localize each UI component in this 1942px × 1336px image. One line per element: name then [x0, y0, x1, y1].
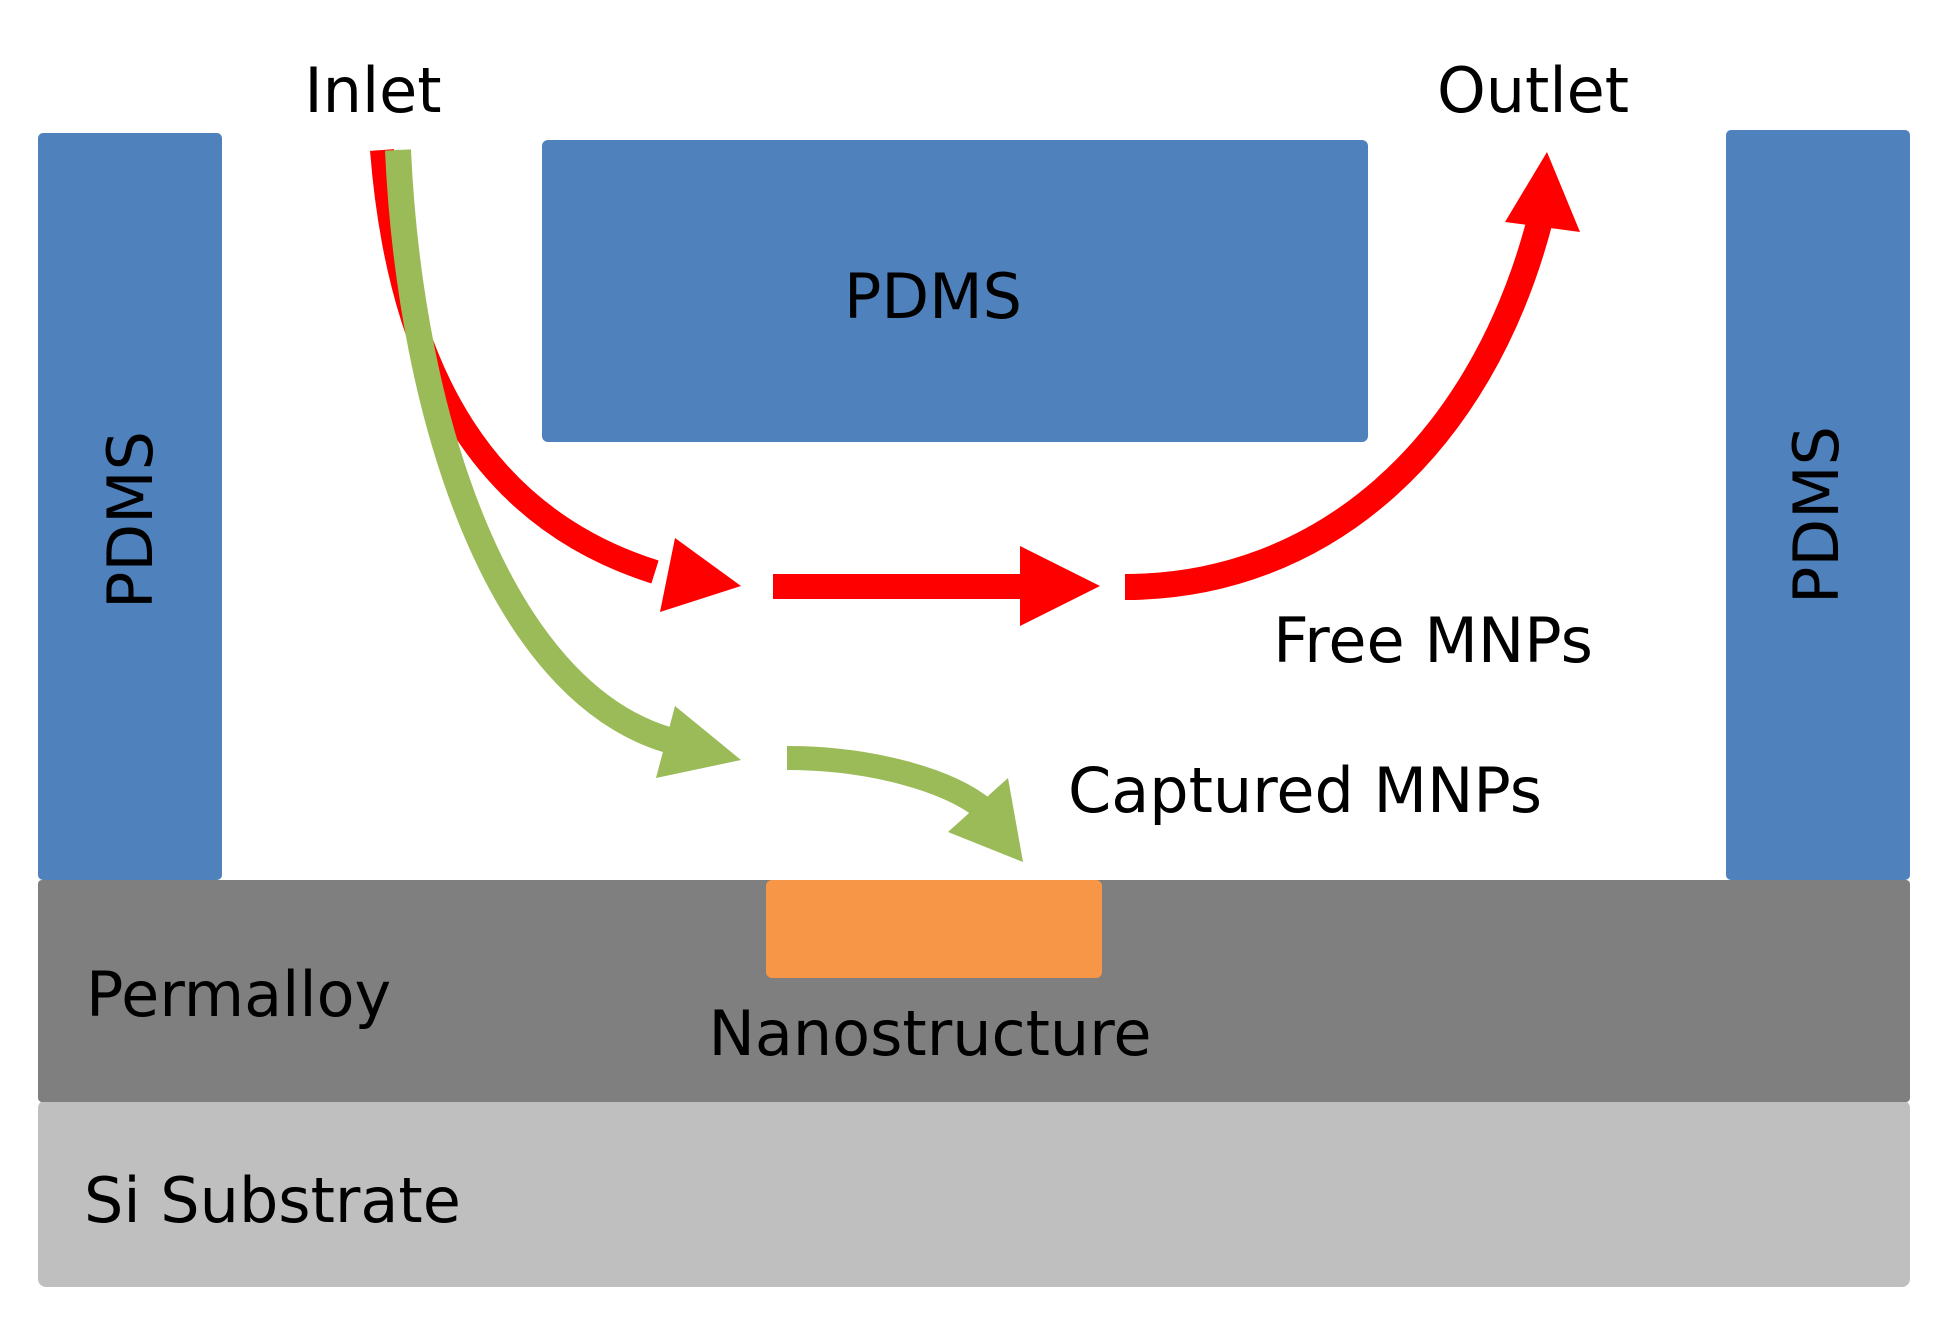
pdms-top-label: PDMS	[844, 260, 1022, 333]
captured-mnps-path	[385, 149, 1023, 862]
pdms-top-block	[542, 140, 1368, 442]
si-substrate-label: Si Substrate	[84, 1164, 461, 1237]
permalloy-layer	[38, 880, 1910, 1102]
pdms-left-wall	[38, 133, 222, 880]
pdms-right-label: PDMS	[1780, 426, 1853, 604]
permalloy-label: Permalloy	[86, 958, 391, 1031]
free-mnps-label: Free MNPs	[1273, 604, 1593, 677]
free-arrowhead-1	[660, 538, 741, 612]
nanostructure-label: Nanostructure	[709, 997, 1152, 1070]
pdms-left-label: PDMS	[94, 431, 167, 609]
si-substrate-layer	[38, 1100, 1910, 1287]
captured-arrowhead-1	[656, 706, 741, 778]
outlet-arrowhead	[1505, 152, 1580, 232]
captured-path-segment-1	[385, 149, 672, 753]
captured-mnps-label: Captured MNPs	[1068, 754, 1542, 827]
nanostructure-block	[766, 880, 1102, 978]
free-path-segment-3	[1124, 216, 1553, 600]
inlet-label: Inlet	[304, 54, 441, 127]
pdms-right-wall	[1726, 130, 1910, 880]
free-path-segment-2	[773, 574, 1035, 599]
free-arrowhead-2	[1020, 546, 1100, 626]
captured-path-segment-2	[786, 746, 993, 820]
outlet-label: Outlet	[1437, 54, 1629, 127]
captured-arrowhead-2	[948, 778, 1023, 862]
